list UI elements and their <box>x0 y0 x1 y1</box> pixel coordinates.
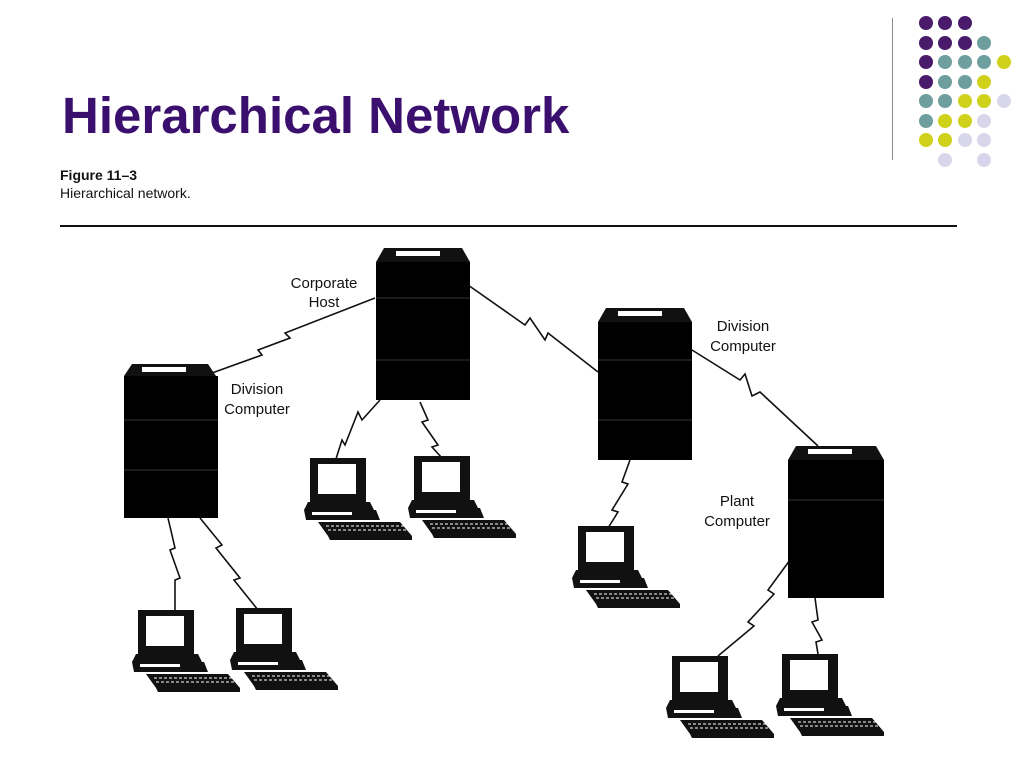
decorative-dot <box>977 35 991 50</box>
terminal-icon <box>303 457 413 541</box>
terminal-icon <box>775 653 885 737</box>
decorative-dot <box>938 94 952 108</box>
decorative-dot <box>977 152 991 167</box>
decorative-dot <box>938 74 952 89</box>
decorative-dot <box>996 55 1011 69</box>
link-host-to-division-left <box>211 297 376 374</box>
division-right-label-line2: Computer <box>710 338 776 355</box>
decorative-dot <box>938 152 952 167</box>
decorative-dot <box>938 113 952 128</box>
link-division-right-to-terminal <box>607 459 631 529</box>
link-division-left-to-terminal-2 <box>199 517 259 611</box>
terminal-icon <box>571 525 681 609</box>
terminal-icon <box>229 607 339 691</box>
terminal-icon <box>665 655 775 739</box>
division-left-label-line2: Computer <box>224 401 290 418</box>
decorative-dot <box>938 55 952 69</box>
decorative-dot <box>977 74 991 89</box>
figure-description: Hierarchical network. <box>60 185 191 201</box>
decorative-dot <box>957 55 972 69</box>
decorative-dot <box>918 113 933 128</box>
figure-number: Figure 11–3 <box>60 167 138 183</box>
decorative-dot <box>918 94 933 108</box>
plant-label-line1: Plant <box>720 493 755 510</box>
slide-title: Hierarchical Network <box>62 87 570 144</box>
link-host-to-terminal-1 <box>334 399 381 463</box>
decorative-dot <box>957 16 972 30</box>
link-division-right-to-plant <box>691 349 819 447</box>
decorative-dot <box>957 74 972 89</box>
decorative-divider <box>892 18 893 160</box>
terminal-icon <box>407 455 517 539</box>
decorative-dot <box>918 16 933 30</box>
caption-rule <box>60 225 957 227</box>
decorative-dot <box>977 55 991 69</box>
decorative-dot <box>996 94 1011 108</box>
link-plant-to-terminal-2 <box>810 597 824 655</box>
decorative-dot <box>977 113 991 128</box>
link-plant-to-terminal-1 <box>717 559 791 657</box>
decorative-dot <box>938 133 952 147</box>
division-right-server-icon <box>598 308 692 460</box>
decorative-dot <box>957 35 972 50</box>
decorative-dot <box>938 35 952 50</box>
terminal-icon <box>131 609 241 693</box>
decorative-dot <box>918 133 933 147</box>
link-division-left-to-terminal-1 <box>167 517 182 610</box>
decorative-dot <box>938 16 952 30</box>
decorative-dot <box>977 133 991 147</box>
decorative-dot-grid <box>0 0 1024 180</box>
decorative-dot <box>957 113 972 128</box>
decorative-dot <box>918 74 933 89</box>
corporate-host-label-line1: Corporate <box>291 275 358 292</box>
decorative-dot <box>977 94 991 108</box>
division-left-server-icon <box>124 364 218 518</box>
plant-label-line2: Computer <box>704 513 770 530</box>
figure-caption: Figure 11–3 Hierarchical network. <box>60 166 191 202</box>
decorative-dot <box>957 94 972 108</box>
division-left-label-line1: Division <box>231 381 284 398</box>
decorative-dot <box>918 35 933 50</box>
decorative-dot <box>957 133 972 147</box>
division-right-label-line1: Division <box>717 318 770 335</box>
link-host-to-division-right <box>467 284 599 373</box>
plant-server-icon <box>788 446 884 598</box>
link-host-to-terminal-2 <box>419 401 443 459</box>
corporate-host-server-icon <box>376 248 470 400</box>
decorative-dot <box>918 55 933 69</box>
corporate-host-label-line2: Host <box>309 294 341 311</box>
